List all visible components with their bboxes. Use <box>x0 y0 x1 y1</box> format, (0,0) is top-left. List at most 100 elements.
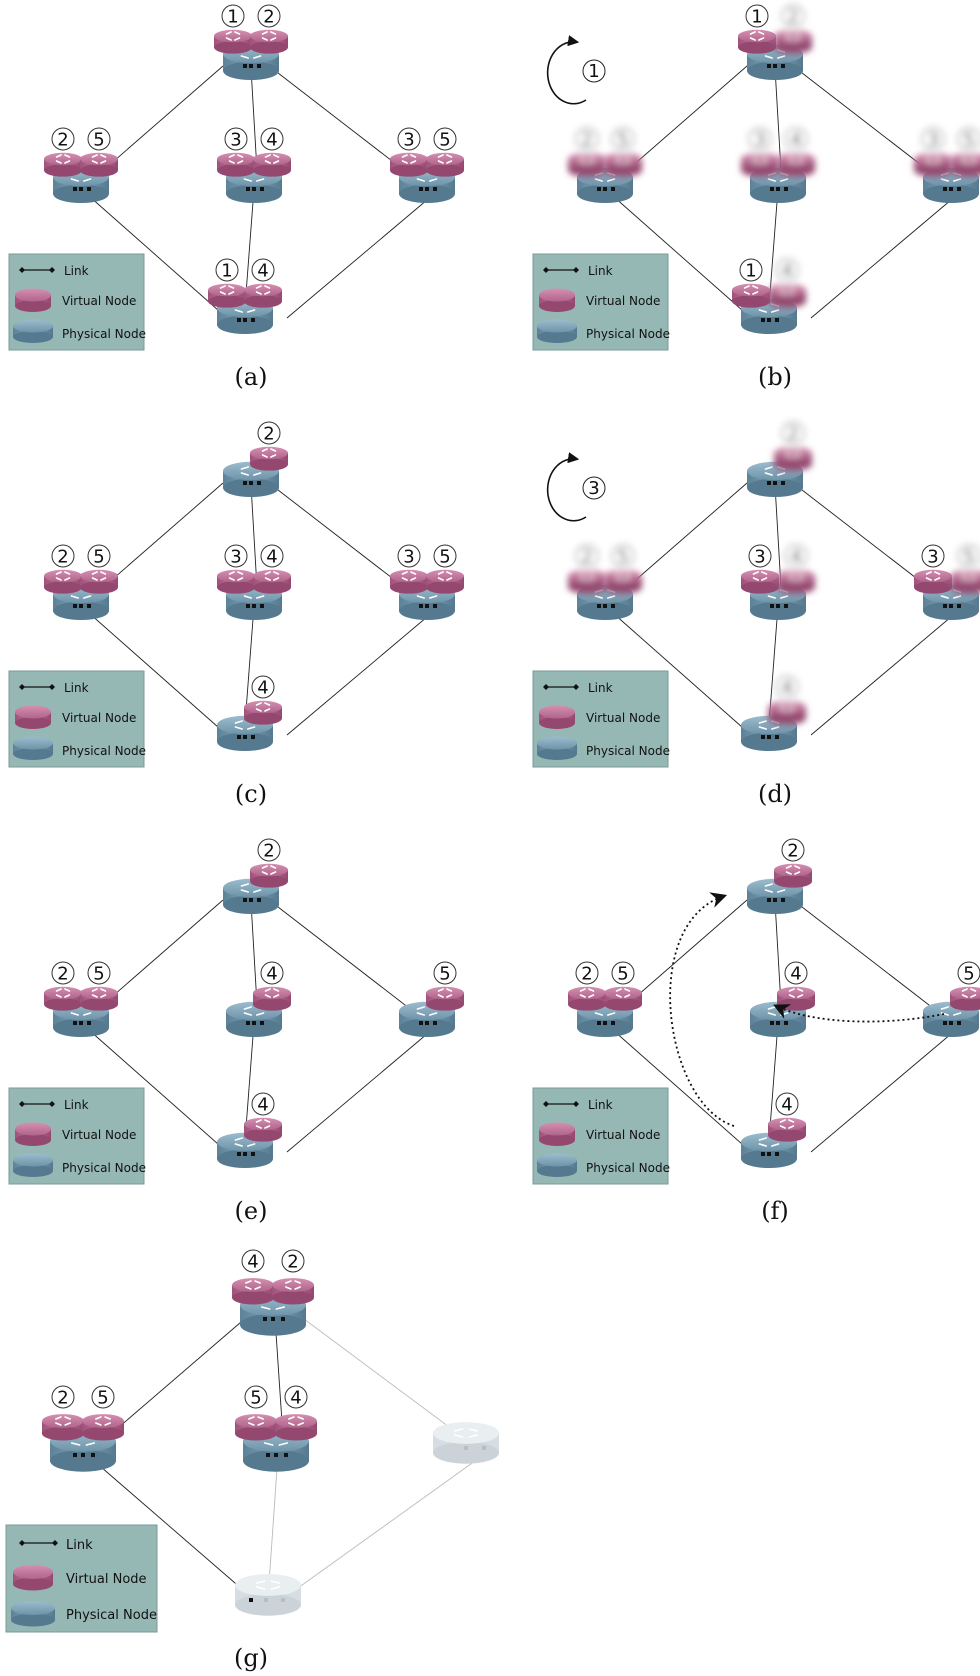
virtual-node-number: 3 <box>224 544 248 568</box>
legend: Link Virtual Node Physical Node <box>8 670 146 768</box>
legend: Link Virtual Node Physical Node <box>532 670 670 768</box>
router-icon <box>747 461 803 498</box>
router-icon <box>732 283 770 308</box>
svg-text:1: 1 <box>751 7 762 28</box>
svg-text:5: 5 <box>963 130 974 151</box>
svg-text:4: 4 <box>257 261 268 282</box>
router-icon <box>208 283 246 308</box>
svg-text:4: 4 <box>781 1095 792 1116</box>
link-endpoints <box>761 735 779 739</box>
router-icon <box>13 1153 53 1177</box>
virtual-node-number: 2 <box>575 127 599 151</box>
router-icon <box>275 1414 317 1441</box>
router-icon <box>539 705 575 729</box>
link-endpoints <box>761 318 779 322</box>
svg-text:2: 2 <box>581 964 592 985</box>
virtual-node-number: 3 <box>397 127 421 151</box>
virtual-node-number: 5 <box>87 127 111 151</box>
virtual-node-number: 2 <box>257 4 281 28</box>
legend-link-label: Link <box>588 264 613 278</box>
svg-text:3: 3 <box>927 130 938 151</box>
virtual-node-number: 2 <box>257 838 281 862</box>
svg-text:2: 2 <box>263 424 274 445</box>
panel-caption: (a) <box>234 363 267 391</box>
link-endpoints <box>464 1446 486 1450</box>
svg-text:4: 4 <box>257 1095 268 1116</box>
link-endpoints <box>770 1021 788 1025</box>
router-icon <box>223 461 279 498</box>
link-endpoints <box>243 481 261 485</box>
router-icon <box>914 569 952 594</box>
svg-text:4: 4 <box>790 547 801 568</box>
legend: Link Virtual Node Physical Node <box>532 253 670 351</box>
link-endpoints <box>249 1598 285 1602</box>
panel-caption: (b) <box>758 363 792 391</box>
router-icon <box>604 152 642 177</box>
legend-virtual-node-label: Virtual Node <box>62 711 136 725</box>
link-endpoints <box>419 187 437 191</box>
link-endpoints <box>246 187 264 191</box>
virtual-node-number: 3 <box>224 127 248 151</box>
router-icon <box>568 986 606 1011</box>
link-endpoints <box>237 318 255 322</box>
node-top: 2 <box>747 838 812 915</box>
router-icon <box>232 1278 274 1305</box>
svg-text:2: 2 <box>57 547 68 568</box>
router-icon <box>250 446 288 471</box>
link-endpoints <box>246 604 264 608</box>
link-endpoints <box>237 1152 255 1156</box>
svg-text:4: 4 <box>781 678 792 699</box>
virtual-node-number: 5 <box>91 1385 115 1409</box>
router-icon <box>250 863 288 888</box>
svg-text:5: 5 <box>250 1388 261 1409</box>
router-icon <box>777 152 815 177</box>
svg-text:4: 4 <box>266 964 277 985</box>
svg-text:5: 5 <box>97 1388 108 1409</box>
svg-text:3: 3 <box>230 547 241 568</box>
panel-e: Link Virtual Node Physical Node (e) <box>8 899 441 1225</box>
router-icon <box>272 1278 314 1305</box>
svg-text:2: 2 <box>263 7 274 28</box>
router-icon <box>923 1001 979 1038</box>
svg-text:5: 5 <box>93 964 104 985</box>
router-icon <box>13 319 53 343</box>
svg-text:1: 1 <box>227 7 238 28</box>
svg-text:3: 3 <box>403 130 414 151</box>
router-icon <box>235 1574 301 1616</box>
svg-text:2: 2 <box>263 841 274 862</box>
router-icon <box>777 569 815 594</box>
legend-link-label: Link <box>64 264 89 278</box>
router-icon <box>244 700 282 725</box>
svg-text:3: 3 <box>927 547 938 568</box>
router-icon <box>235 1414 277 1441</box>
legend-physical-node-label: Physical Node <box>66 1608 157 1623</box>
virtual-node-number: 2 <box>51 1385 75 1409</box>
virtual-node-number: 5 <box>611 961 635 985</box>
router-icon <box>577 167 633 204</box>
router-icon <box>80 569 118 594</box>
virtual-node-number: 4 <box>260 961 284 985</box>
link-endpoints <box>767 481 785 485</box>
svg-text:1: 1 <box>221 261 232 282</box>
node-right: 5 <box>399 961 464 1038</box>
links <box>80 899 441 1155</box>
legend-virtual-node-label: Virtual Node <box>586 294 660 308</box>
virtual-node-number: 4 <box>784 127 808 151</box>
router-icon <box>82 1414 124 1441</box>
virtual-node-number: 3 <box>921 544 945 568</box>
router-icon <box>923 167 979 204</box>
virtual-node-number: 3 <box>748 544 772 568</box>
virtual-node-number: 2 <box>51 127 75 151</box>
legend-link-label: Link <box>64 681 89 695</box>
svg-text:4: 4 <box>781 261 792 282</box>
